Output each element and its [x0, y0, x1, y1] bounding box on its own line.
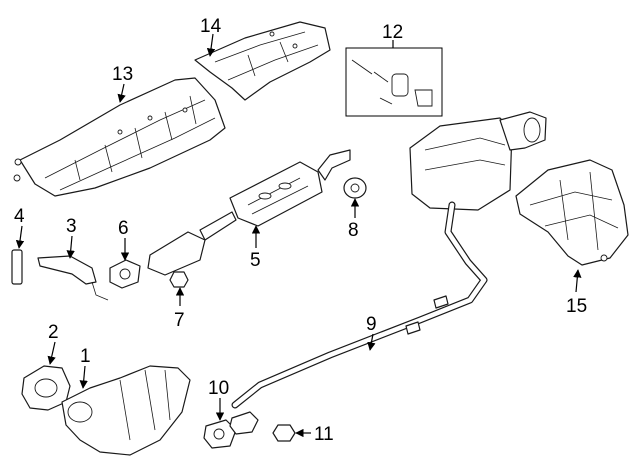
part-4-stud[interactable]: [11, 249, 23, 285]
pipe-flange: [229, 411, 259, 435]
callout-2: 2: [48, 322, 59, 343]
part-7-nut[interactable]: [169, 271, 189, 288]
part-14-center-heat-shield[interactable]: [194, 21, 331, 101]
leader-lines: [15, 33, 582, 438]
callout-6: 6: [118, 218, 129, 239]
callout-4: 4: [14, 206, 25, 227]
callout-9: 9: [366, 314, 377, 335]
callout-13: 13: [112, 64, 133, 85]
callout-15: 15: [566, 296, 587, 317]
callout-10: 10: [208, 378, 229, 399]
callout-5: 5: [250, 250, 261, 271]
rear-muffler[interactable]: [409, 111, 547, 211]
part-10-flange-gasket[interactable]: [203, 419, 237, 449]
callout-7: 7: [174, 310, 185, 331]
part-5-catalytic-converter-front-pipe[interactable]: [147, 149, 351, 276]
part-11-flange-nut[interactable]: [272, 424, 296, 442]
part-6-pipe-gasket[interactable]: [109, 259, 141, 289]
part-1-exhaust-manifold[interactable]: [61, 365, 191, 456]
callout-14: 14: [200, 16, 222, 37]
part-3-front-pipe-bracket[interactable]: [37, 255, 109, 301]
part-8-rubber-hanger[interactable]: [343, 177, 367, 199]
callout-8: 8: [348, 220, 359, 241]
part-9-intermediate-pipe[interactable]: [231, 201, 488, 409]
part-12-hanger-bracket-kit[interactable]: [345, 47, 443, 117]
part-2-manifold-gasket[interactable]: [21, 365, 71, 411]
callout-3: 3: [66, 216, 77, 237]
callout-12: 12: [382, 22, 403, 43]
part-13-front-heat-shield[interactable]: [13, 77, 226, 197]
callout-11: 11: [314, 424, 334, 445]
callout-labels: 13 14 12 4 3 6 5 7 8 9 15 2 1 10 11: [14, 16, 587, 445]
callout-1: 1: [80, 346, 91, 367]
part-15-rear-heat-shield[interactable]: [515, 159, 629, 266]
